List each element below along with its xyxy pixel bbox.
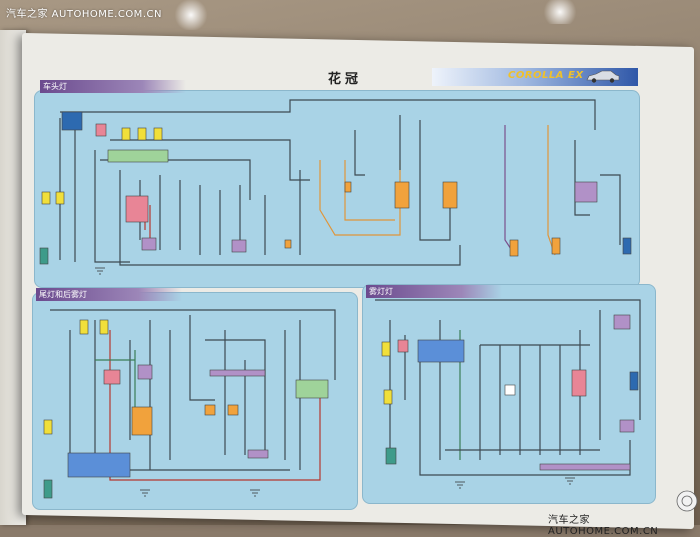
wire — [600, 174, 621, 245]
wire — [375, 299, 641, 420]
fuse — [153, 127, 163, 141]
car-icon — [586, 70, 620, 83]
wire — [100, 159, 251, 200]
relay — [131, 406, 153, 436]
relay — [103, 369, 121, 385]
wire — [60, 99, 596, 130]
ground-symbol — [250, 489, 260, 497]
fuse — [381, 341, 391, 357]
light-glare — [540, 0, 580, 24]
wire — [319, 160, 401, 236]
watermark-bottom: 汽车之家 AUTOHOME.COM.CN — [548, 515, 659, 537]
fuse — [79, 319, 89, 335]
lamp — [622, 237, 632, 255]
ground-symbol — [95, 267, 105, 275]
switch — [125, 195, 149, 223]
ground-symbol — [140, 489, 150, 497]
autohome-logo-icon — [676, 490, 698, 512]
wire — [344, 160, 395, 221]
fuse — [383, 389, 393, 405]
ground-symbol — [565, 477, 575, 485]
connector — [417, 339, 465, 363]
connector — [295, 379, 329, 399]
section-tag-fog-lamp: 雾灯灯 — [366, 285, 502, 298]
connector — [574, 181, 598, 203]
fuse — [504, 384, 516, 396]
section-tag-tail-lamp: 尾灯和后雾灯 — [36, 288, 182, 301]
fuse — [344, 181, 352, 193]
lamp — [385, 447, 397, 465]
lamp — [629, 371, 639, 391]
connector — [231, 239, 247, 253]
connector — [141, 237, 157, 251]
wire — [205, 339, 266, 450]
fuse — [204, 404, 216, 416]
page-title: 花冠 — [328, 72, 363, 87]
lamp — [39, 247, 49, 265]
fuse — [137, 127, 147, 141]
light-glare — [173, 0, 209, 30]
relay — [61, 111, 83, 131]
wiring-diagram — [39, 99, 641, 499]
fuse — [55, 191, 65, 205]
fuse — [99, 319, 109, 335]
section-tag-headlamp: 车头灯 — [40, 80, 186, 93]
wire — [189, 315, 215, 401]
relay — [571, 369, 587, 397]
connector — [67, 452, 131, 478]
fuse — [121, 127, 131, 141]
connector — [137, 364, 153, 380]
connector — [613, 314, 631, 330]
wire — [504, 125, 516, 256]
lamp — [43, 479, 53, 499]
wire — [419, 120, 451, 241]
brand-name: COROLLA EX — [508, 70, 584, 81]
fuse — [43, 419, 53, 435]
book-page-edge — [0, 30, 26, 525]
lamp — [551, 237, 561, 255]
fuse — [95, 123, 107, 137]
wire — [574, 140, 590, 216]
fuse — [227, 404, 239, 416]
connector — [619, 419, 635, 433]
relay — [442, 181, 458, 209]
connector — [107, 149, 169, 163]
ground-symbol — [455, 481, 465, 489]
fuse — [41, 191, 51, 205]
wire — [94, 150, 130, 263]
wire — [50, 309, 336, 380]
connector — [247, 449, 269, 459]
connector — [539, 463, 631, 471]
wire — [109, 330, 321, 481]
wire — [419, 350, 631, 476]
connector — [209, 369, 266, 377]
fuse — [284, 239, 292, 249]
fuse — [397, 339, 409, 353]
lamp — [509, 239, 519, 257]
watermark-top: 汽车之家 AUTOHOME.COM.CN — [6, 9, 162, 20]
relay — [394, 181, 410, 209]
wire — [547, 125, 556, 256]
headlamp-diagram-panel — [34, 90, 640, 288]
brand-banner — [432, 68, 638, 86]
wire — [119, 170, 461, 266]
wire — [354, 130, 365, 176]
